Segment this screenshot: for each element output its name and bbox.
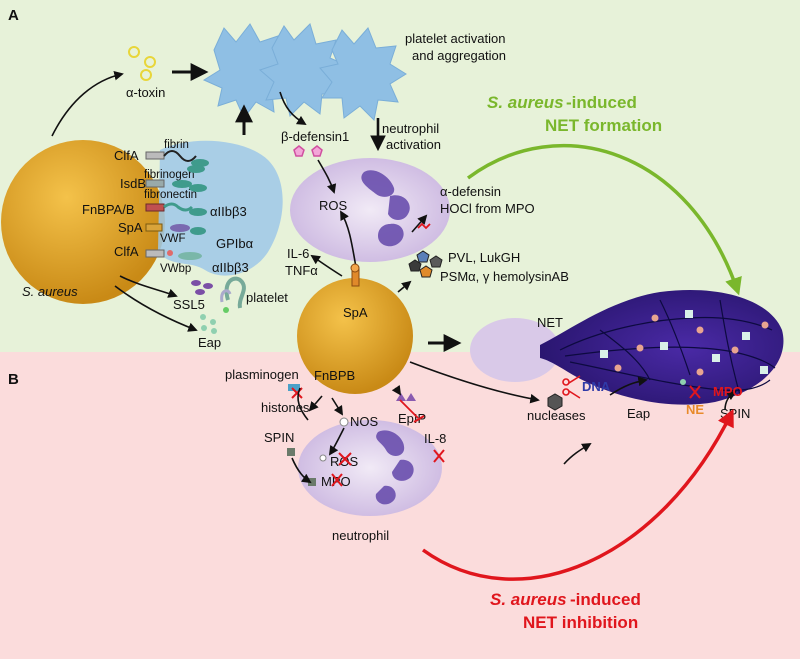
spa-head: [350, 263, 360, 273]
panel-b-arrows: [291, 361, 737, 484]
mpo-bottom-icon: [308, 478, 316, 486]
spin-left-icon: [287, 448, 295, 456]
vwf-label: VWF: [160, 233, 186, 245]
hocl-label: HOCl from MPO: [440, 201, 535, 216]
epip-label: EpIP: [398, 411, 426, 426]
histones-label: histones: [261, 400, 310, 415]
neutrophil-activation-line1: neutrophil: [382, 121, 439, 136]
dna-label: DNA: [582, 379, 611, 394]
alpha-toxin-particles: [128, 46, 156, 81]
epip-inhibition-line: [399, 399, 419, 419]
net-inhibition-line2: NET inhibition: [523, 613, 638, 632]
spin-left-label: SPIN: [264, 430, 294, 445]
net-inhibition-arrow: [421, 408, 734, 581]
net-formation-line1: S. aureus: [487, 93, 564, 112]
psm-label: PSMα, γ hemolysinAB: [440, 269, 569, 284]
s-aureus-label: S. aureus: [22, 284, 78, 299]
neutrophil-bottom-nucleus: [375, 430, 414, 505]
ros-bottom-label: ROS: [330, 454, 359, 469]
ne-block-x: [689, 385, 701, 399]
fibronectin-label: fibronectin: [144, 189, 197, 201]
eap-top-particles: [200, 314, 217, 334]
spin-net-label: SPIN: [720, 406, 750, 421]
fibrinogen-label: fibrinogen: [144, 169, 195, 181]
net-dna-strands: [559, 299, 776, 396]
isdb-label: IsdB: [120, 176, 146, 191]
net-neutrophil-remnant: [470, 318, 560, 382]
s-aureus-bacterium: [1, 140, 165, 304]
platelet-receptor-icon: [220, 276, 246, 313]
panel-a-arrows: [51, 63, 386, 332]
platelet-cell: [158, 140, 283, 276]
pvl-label: PVL, LukGH: [448, 250, 520, 265]
nos-label: NOS: [350, 414, 379, 429]
ssl5-label: SSL5: [173, 297, 205, 312]
platelet-activation-line1: platelet activation: [405, 31, 505, 46]
beta-defensin-icon: [293, 145, 323, 157]
eap-net-label: Eap: [627, 406, 650, 421]
mpo-block-x: [331, 473, 343, 487]
neutrophil-activation-line2: activation: [386, 137, 441, 152]
beta-defensin-label: β-defensin1: [281, 129, 349, 144]
hocl-squiggle: [417, 222, 431, 230]
net-formation-line2: NET formation: [545, 116, 662, 135]
fnbpa-label: FnBPA/B: [82, 202, 135, 217]
epip-inhibition-bar: [413, 415, 425, 423]
spa-left-label: SpA: [118, 220, 143, 235]
ros-top-label: ROS: [319, 198, 348, 213]
vwbp-label: VWbp: [160, 263, 191, 275]
platelet-activation-line2: and aggregation: [412, 48, 506, 63]
aiib-bottom-label: αIIbβ3: [212, 260, 249, 275]
net-inhibition-line1: S. aureus: [490, 590, 567, 609]
eap-net-icon: [680, 379, 686, 385]
mpo-net-label: MPO: [713, 384, 743, 399]
nos-icon: [339, 417, 349, 427]
il8-block-x: [433, 449, 445, 463]
eap-top-label: Eap: [198, 335, 221, 350]
adhesin-glyphs: [145, 150, 209, 260]
fnbpb-label: FnBPB: [314, 368, 355, 383]
il8-label: IL-8: [424, 431, 446, 446]
scissors-icon: [562, 375, 581, 399]
spa-center-label: SpA: [343, 305, 368, 320]
tnfa-label: TNFα: [285, 263, 318, 278]
net-formation-line1b: -induced: [566, 93, 637, 112]
aggregated-platelets: [202, 23, 407, 122]
nucleases-label: nucleases: [527, 408, 586, 423]
net-inhibition-line1b: -induced: [570, 590, 641, 609]
ros-block-x: [338, 452, 352, 466]
alpha-toxin-label: α-toxin: [126, 85, 165, 100]
il6-label: IL-6: [287, 246, 309, 261]
clfa-top-label: ClfA: [114, 148, 139, 163]
net-label: NET: [537, 315, 563, 330]
neutrophil-bottom: [298, 420, 442, 516]
epip-icon: [396, 393, 416, 401]
gpib-label: GPIbα: [216, 236, 254, 251]
nuclease-icon: [547, 393, 563, 411]
ne-net-label: NE: [686, 402, 704, 417]
clfa-bottom-label: ClfA: [114, 244, 139, 259]
neutrophil-top-nucleus: [361, 170, 410, 247]
aiib-top-label: αIIbβ3: [210, 204, 247, 219]
plasminogen-label: plasminogen: [225, 367, 299, 382]
s-aureus-center: [297, 278, 413, 394]
plasminogen-icon: [288, 384, 303, 399]
platelet-label: platelet: [246, 290, 288, 305]
toxin-icons: [408, 250, 443, 278]
panel-a-label: A: [8, 7, 19, 24]
panel-b-label: B: [8, 371, 19, 388]
net-particles: [600, 310, 769, 376]
ssl5-glyphs: [191, 280, 213, 295]
net-formation-arrow: [466, 144, 742, 296]
alpha-defensin-label: α-defensin: [440, 184, 501, 199]
fibrin-label: fibrin: [164, 139, 189, 151]
neutrophil-label: neutrophil: [332, 528, 389, 543]
ros-bottom-icon: [319, 454, 327, 462]
